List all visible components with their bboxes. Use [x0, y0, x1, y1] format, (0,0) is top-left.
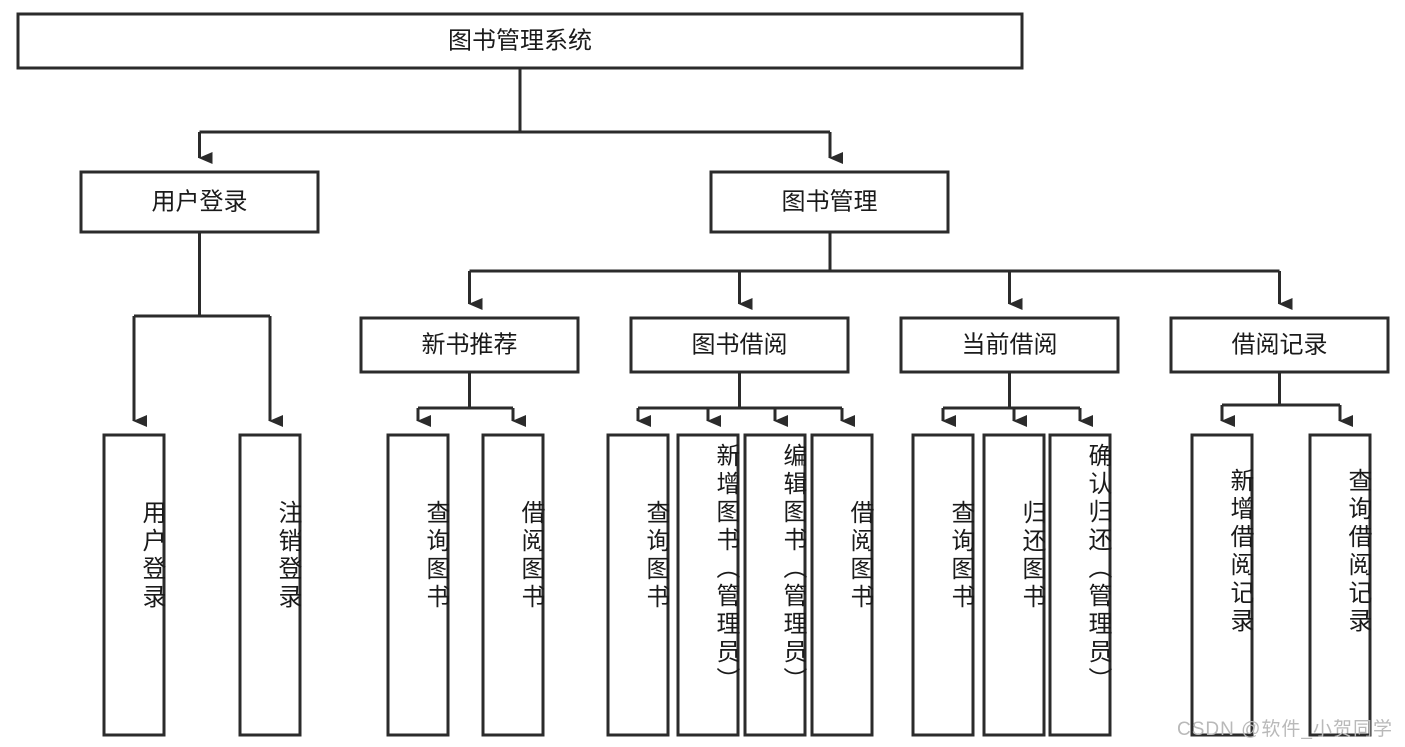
leaf-box-edit-book[interactable]	[743, 433, 807, 737]
leaf-box-query-record[interactable]	[1308, 433, 1372, 737]
leaf-box-query-book-1[interactable]	[386, 433, 450, 737]
node-new-book-rec[interactable]: 新书推荐	[359, 316, 580, 374]
node-borrow-record[interactable]: 借阅记录	[1169, 316, 1390, 374]
node-borrow-record-box[interactable]	[1169, 316, 1390, 374]
node-book-manage-box[interactable]	[709, 170, 950, 234]
node-root-box[interactable]	[16, 12, 1024, 70]
leaf-box-layer	[102, 433, 1372, 737]
leaf-box-borrow-book-1[interactable]	[481, 433, 545, 737]
leaf-box-add-record[interactable]	[1190, 433, 1254, 737]
leaf-box-query-book-2[interactable]	[606, 433, 670, 737]
connector-layer	[132, 68, 1353, 427]
leaf-box-confirm-ret[interactable]	[1048, 433, 1112, 737]
leaf-box-user-logout[interactable]	[238, 433, 302, 737]
node-user-login-label: 用户登录	[152, 188, 248, 215]
leaf-box-query-book-3[interactable]	[911, 433, 975, 737]
node-root[interactable]: 图书管理系统	[16, 12, 1024, 70]
node-book-manage[interactable]: 图书管理	[709, 170, 950, 234]
leaf-box-add-book[interactable]	[676, 433, 740, 737]
csdn-watermark: CSDN @软件_小贺同学	[1177, 719, 1393, 740]
node-new-book-rec-label: 新书推荐	[422, 331, 518, 358]
leaf-box-return-book[interactable]	[982, 433, 1046, 737]
node-user-login[interactable]: 用户登录	[79, 170, 320, 234]
node-new-book-rec-box[interactable]	[359, 316, 580, 374]
node-root-label: 图书管理系统	[448, 27, 592, 54]
node-book-manage-label: 图书管理	[782, 188, 878, 215]
node-current-borrow-box[interactable]	[899, 316, 1120, 374]
node-current-borrow[interactable]: 当前借阅	[899, 316, 1120, 374]
node-current-borrow-label: 当前借阅	[962, 331, 1058, 358]
node-user-login-box[interactable]	[79, 170, 320, 234]
leaf-box-user-login[interactable]	[102, 433, 166, 737]
node-book-borrow-label: 图书借阅	[692, 331, 788, 358]
node-borrow-record-label: 借阅记录	[1232, 331, 1328, 358]
leaf-box-borrow-book-2[interactable]	[810, 433, 874, 737]
node-book-borrow-box[interactable]	[629, 316, 850, 374]
node-book-borrow[interactable]: 图书借阅	[629, 316, 850, 374]
